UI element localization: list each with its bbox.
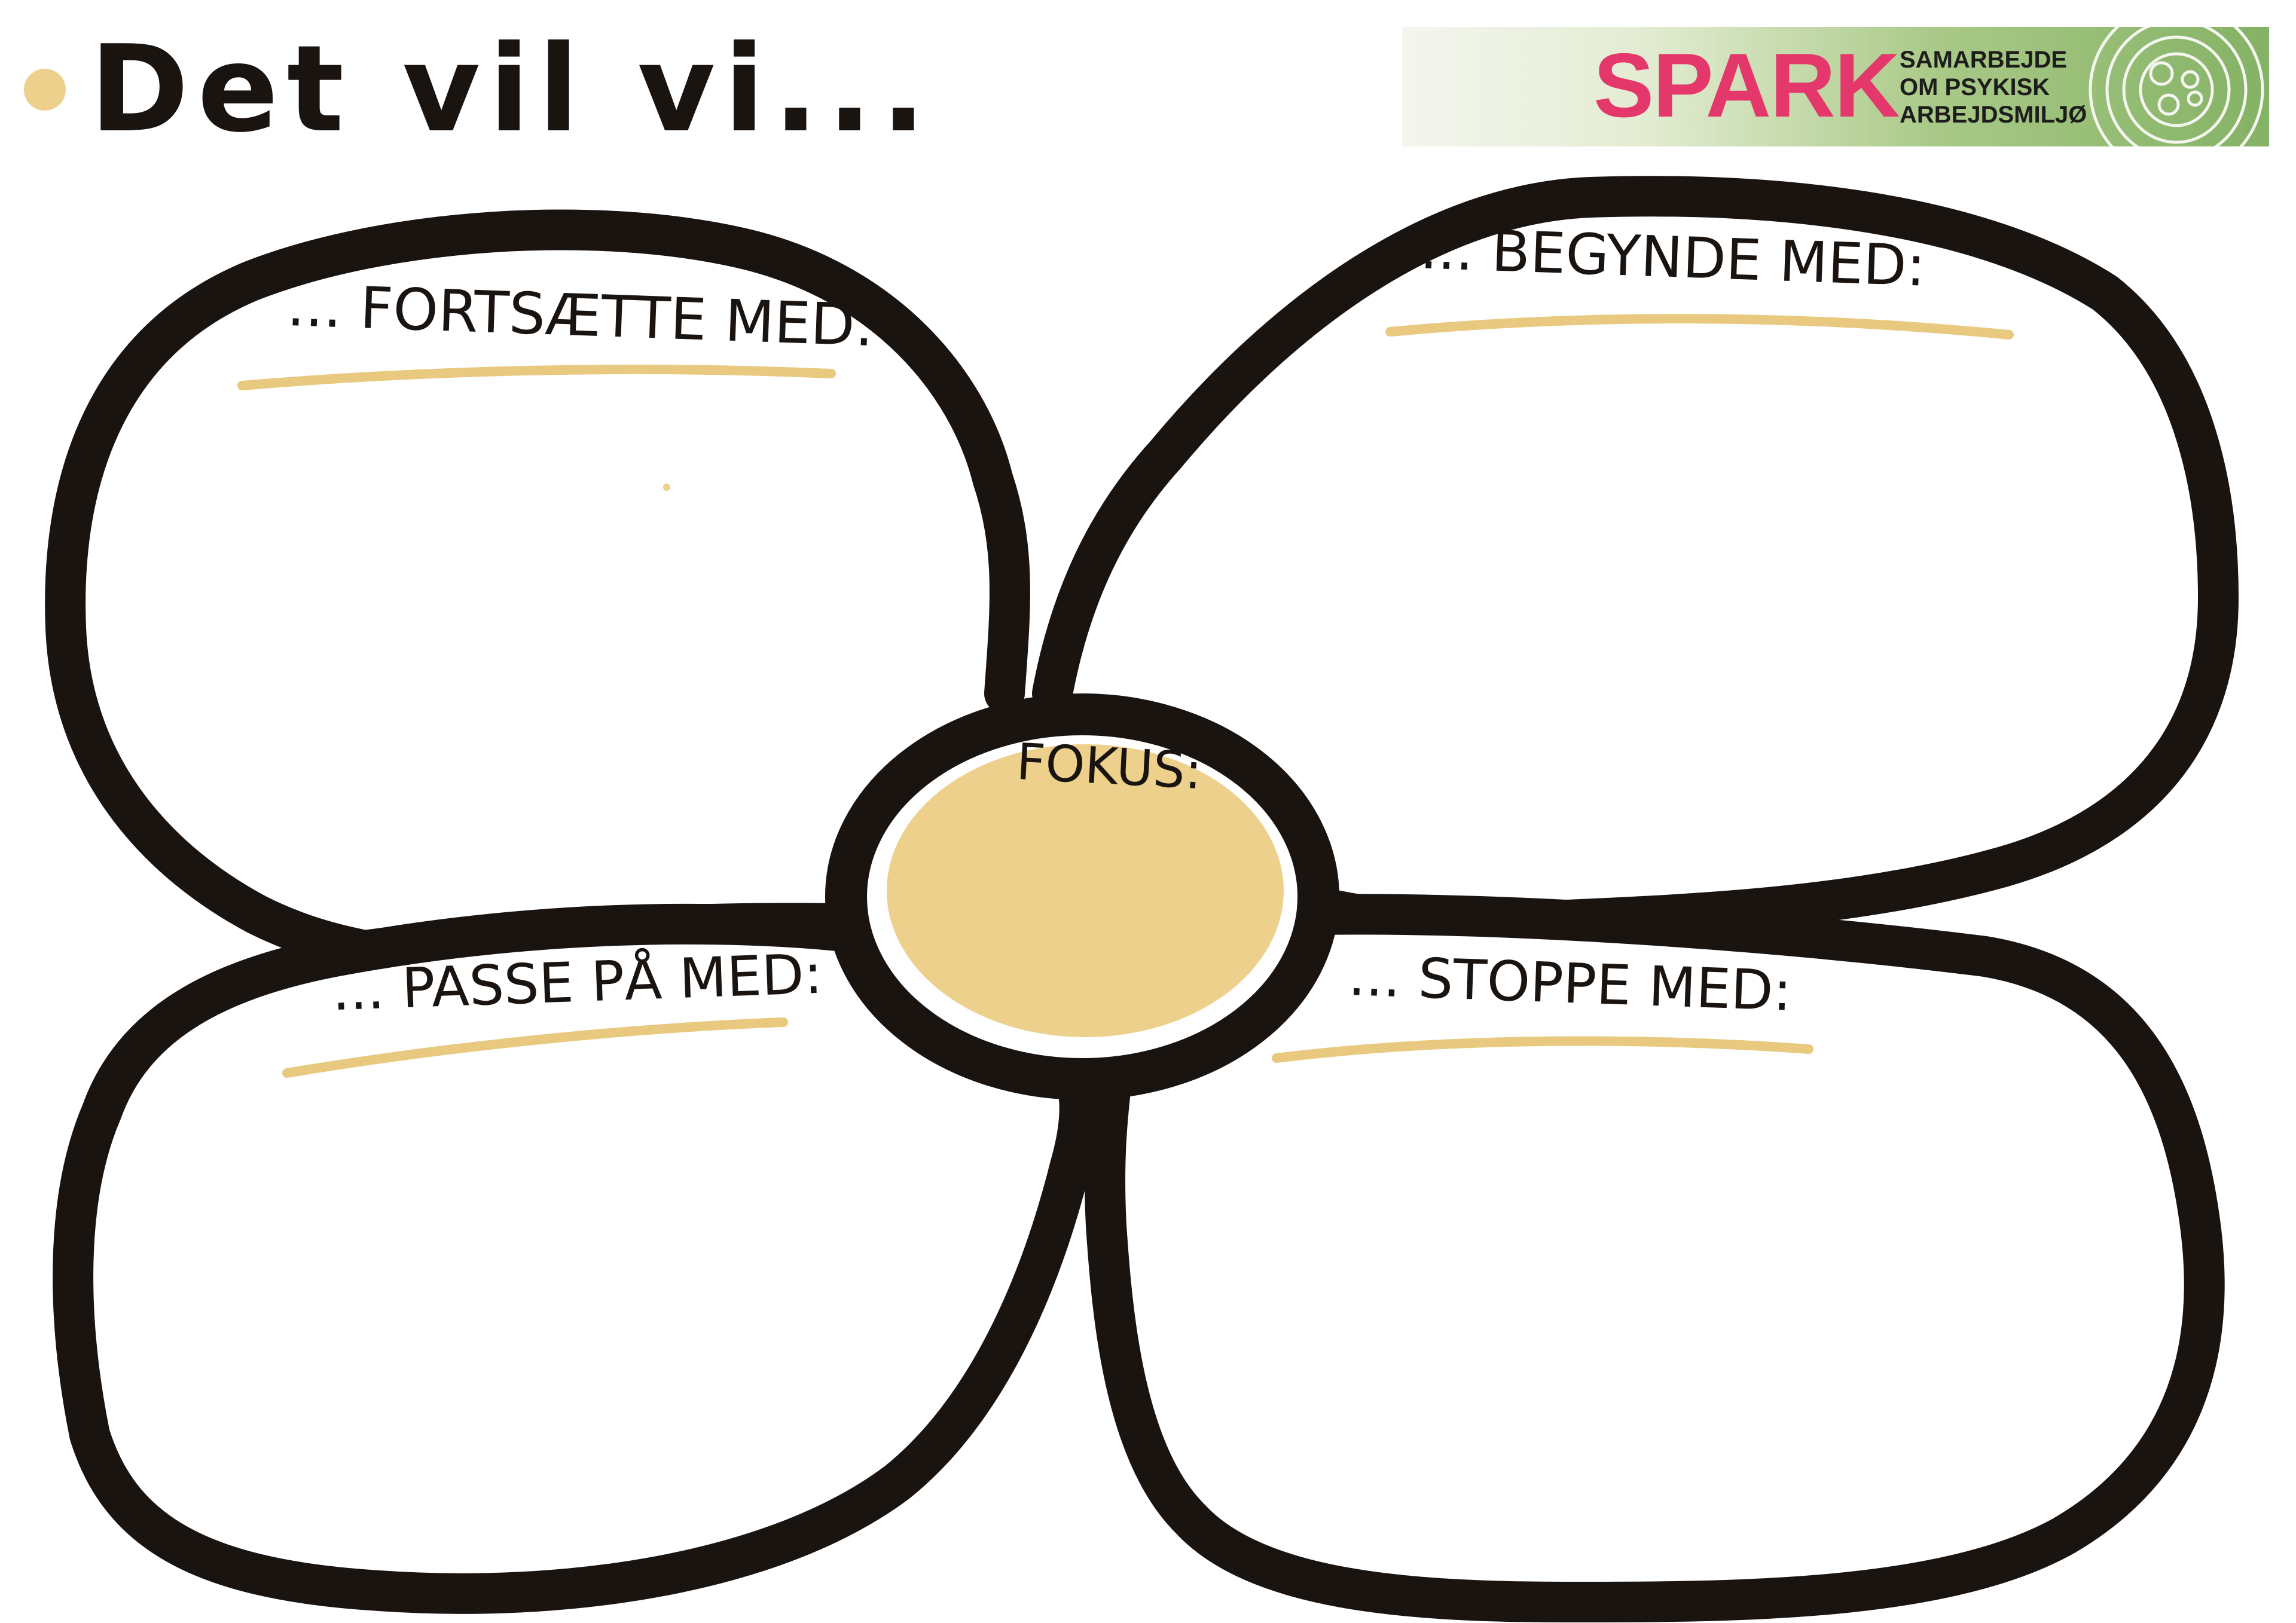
fokus-fill [887, 744, 1284, 1037]
logo-tagline-line: OM PSYKISK [1900, 74, 2050, 100]
petal-passe[interactable] [53, 903, 1100, 1614]
label-begynde: ... BEGYNDE MED: [1419, 216, 1927, 299]
bullet-icon [24, 69, 66, 111]
underline-stoppe [1272, 1036, 1813, 1063]
spark-logo: SPARK SAMARBEJDE OM PSYKISK ARBEJDSMILJØ [1402, 27, 2269, 146]
underline-begynde [1385, 314, 2014, 340]
petal-stoppe[interactable] [1085, 894, 2225, 1622]
label-fokus: FOKUS: [1015, 732, 1204, 801]
underline-passe [282, 1017, 788, 1078]
stray-dot [663, 484, 670, 491]
label-stoppe: ... STOPPE MED: [1347, 944, 1793, 1023]
page-header: Det vil vi... [24, 30, 935, 149]
logo-wordmark: SPARK [1593, 35, 1900, 136]
logo-tagline-line: ARBEJDSMILJØ [1900, 102, 2087, 128]
underline-fortsaette [237, 364, 836, 390]
label-passe: ... PASSE PÅ MED: [331, 942, 824, 1023]
smiley-rings-icon [2089, 27, 2264, 146]
logo-tagline-line: SAMARBEJDE [1900, 47, 2068, 73]
logo-tagline: SAMARBEJDE OM PSYKISK ARBEJDSMILJØ [1900, 46, 2087, 129]
page-title: Det vil vi... [90, 20, 935, 159]
